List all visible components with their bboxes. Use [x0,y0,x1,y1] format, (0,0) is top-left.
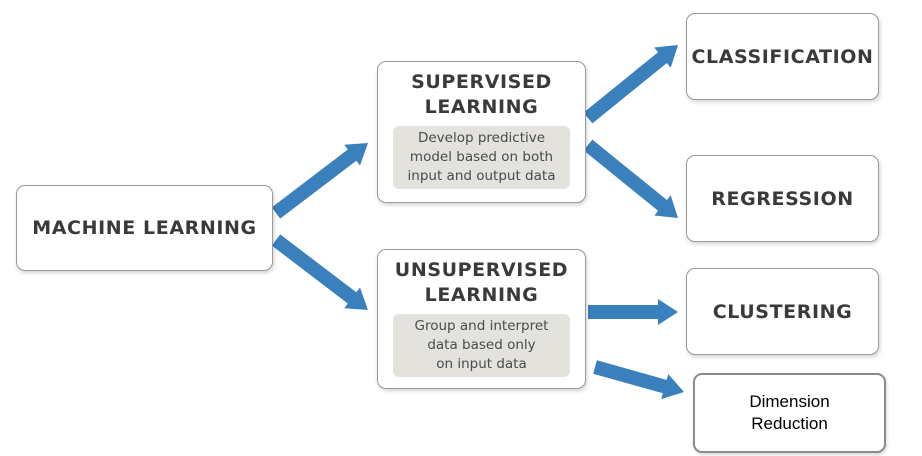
supervised-desc-line3: input and output data [407,168,556,184]
machine-learning-label: MACHINE LEARNING [32,217,257,239]
arrow-unsupervised-to-dimension-reduction [593,360,684,400]
unsupervised-desc-line3: on input data [436,356,527,372]
machine-learning-node: MACHINE LEARNING [16,185,273,271]
dimension-reduction-line1: Dimension [749,392,830,411]
classification-label: CLASSIFICATION [691,45,874,68]
arrow-ml-to-supervised [271,143,368,219]
unsupervised-title-line1: UNSUPERVISED [394,259,569,281]
regression-label: REGRESSION [711,187,854,210]
supervised-title: SUPERVISED LEARNING [378,70,585,120]
regression-node: REGRESSION [686,155,879,242]
unsupervised-title-line2: LEARNING [424,284,539,306]
dimension-reduction-node: Dimension Reduction [693,373,886,453]
unsupervised-learning-node: UNSUPERVISED LEARNING Group and interpre… [377,249,586,389]
supervised-desc-line2: model based on both [409,149,554,165]
supervised-title-line2: LEARNING [424,96,539,118]
classification-node: CLASSIFICATION [686,13,879,100]
supervised-description: Develop predictive model based on both i… [393,126,570,189]
arrow-supervised-to-classification [583,45,678,124]
unsupervised-title: UNSUPERVISED LEARNING [378,258,585,308]
arrow-unsupervised-to-clustering [588,299,678,325]
supervised-title-line1: SUPERVISED [411,71,552,93]
arrow-supervised-to-regression [583,139,678,218]
unsupervised-desc-line1: Group and interpret [414,318,549,334]
clustering-label: CLUSTERING [712,300,853,323]
supervised-learning-node: SUPERVISED LEARNING Develop predictive m… [377,61,586,203]
unsupervised-description: Group and interpret data based only on i… [393,314,570,377]
unsupervised-desc-line2: data based only [427,337,536,353]
clustering-node: CLUSTERING [686,268,879,355]
arrow-ml-to-unsupervised [271,234,368,310]
dimension-reduction-line2: Reduction [751,414,828,433]
supervised-desc-line1: Develop predictive [417,130,546,146]
